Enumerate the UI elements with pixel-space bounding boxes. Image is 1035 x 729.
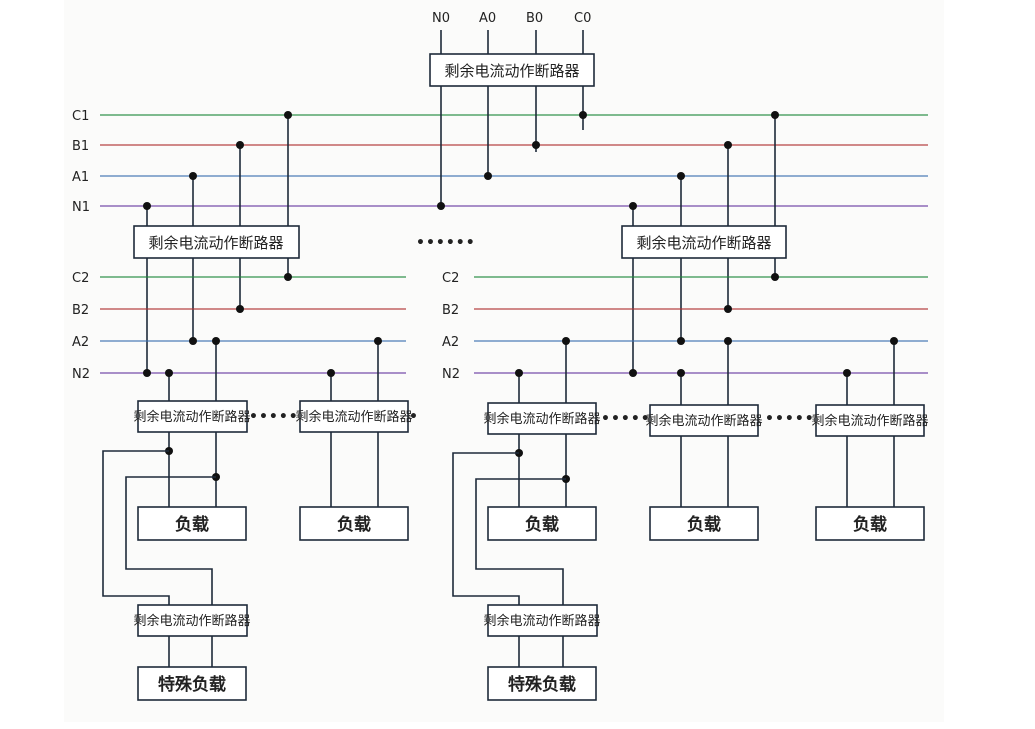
right-bus-c2-label: C2 [442,271,459,286]
left-sub-rcd-2-box [299,400,409,433]
right-bus-a2-label: A2 [442,335,459,350]
right-sub-rcd-3-label: 剩余电流动作断路器 [811,413,928,429]
junction-dot [165,369,173,377]
left-sub-rcd-1-label: 剩余电流动作断路器 [133,409,250,425]
right-branch: 剩余电流动作断路器 C2 B2 A2 N2 剩余电流动作断路器 负载 [442,111,929,701]
right-ellipsis-dots-1: •••••• [601,411,661,427]
right-ellipsis-dots-2: •••••• [765,411,825,427]
right-sub-rcd-1-label: 剩余电流动作断路器 [483,411,600,427]
bus-b1-label: B1 [72,139,89,154]
right-load-2-box [649,506,759,541]
left-load-1-box [137,506,247,541]
junction-dot [890,337,898,345]
right-load-3-box [815,506,925,541]
junction-dot [212,337,220,345]
left-trailing-dot: • [409,409,419,425]
left-bus-n2-label: N2 [72,367,90,382]
left-load-2-box [299,506,409,541]
junction-dot [189,337,197,345]
junction-dot [143,369,151,377]
left-bus-b2-label: B2 [72,303,89,318]
main-rcd-box [429,53,595,87]
right-rcd-box [621,225,787,259]
right-bus-b2-label: B2 [442,303,459,318]
bus-a1-label: A1 [72,170,89,185]
junction-dot [143,202,151,210]
main-supply: N0 A0 B0 C0 剩余电流动作断路器 [429,11,595,210]
junction-dot [437,202,445,210]
junction-dot [724,337,732,345]
right-special-load-label: 特殊负载 [508,674,576,695]
left-sub-rcd-2-label: 剩余电流动作断路器 [295,409,412,425]
left-rcd-box [133,225,300,259]
left-special-rcd-box [137,604,248,637]
bus-level1: C1 B1 A1 N1 [72,109,928,215]
junction-dot [284,111,292,119]
source-a0-label: A0 [479,11,496,26]
left-load-1-label: 负载 [175,514,209,535]
right-sub-rcd-3-box [815,404,925,437]
left-branch: 剩余电流动作断路器 C2 B2 A2 N2 剩余电流动作断路器 负载 [72,111,419,701]
left-rcd-label: 剩余电流动作断路器 [148,234,283,252]
source-n0-label: N0 [432,11,450,26]
junction-dot [327,369,335,377]
diagram-background [64,0,944,722]
left-ellipsis-dots: •••••• [249,409,309,425]
right-special-load-box [487,666,597,701]
junction-dot [771,273,779,281]
junction-dot [515,369,523,377]
right-sub-rcd-1-box [487,402,597,435]
junction-dot [629,369,637,377]
source-c0-label: C0 [574,11,591,26]
left-special-load-label: 特殊负载 [158,674,226,695]
left-sub-rcd-1-box [137,400,248,433]
right-special-rcd-label: 剩余电流动作断路器 [483,613,600,629]
right-load-2-label: 负载 [687,514,721,535]
junction-dot [724,305,732,313]
left-load-2-label: 负载 [337,514,371,535]
left-special-load-box [137,666,247,701]
left-bus-a2-label: A2 [72,335,89,350]
junction-dot [484,172,492,180]
right-load-3-label: 负载 [853,514,887,535]
main-rcd-label: 剩余电流动作断路器 [444,62,579,80]
left-bus-c2-label: C2 [72,271,89,286]
left-special-rcd-label: 剩余电流动作断路器 [133,613,250,629]
source-b0-label: B0 [526,11,543,26]
junction-dot [562,337,570,345]
junction-dot [843,369,851,377]
right-rcd-label: 剩余电流动作断路器 [636,234,771,252]
bus-c1-label: C1 [72,109,89,124]
junction-dot [236,305,244,313]
junction-dot [374,337,382,345]
junction-dot [236,141,244,149]
center-ellipsis-dots: •••••• [416,235,476,251]
junction-dot [677,369,685,377]
junction-dot [189,172,197,180]
right-load-1-label: 负载 [525,514,559,535]
junction-dot [724,141,732,149]
junction-dot [629,202,637,210]
junction-dot [677,337,685,345]
junction-dot [532,141,540,149]
right-special-rcd-box [487,604,598,637]
junction-dot [284,273,292,281]
junction-dot [771,111,779,119]
bus-n1-label: N1 [72,200,90,215]
right-sub-rcd-2-box [649,404,759,437]
right-load-1-box [487,506,597,541]
right-sub-rcd-2-label: 剩余电流动作断路器 [645,413,762,429]
junction-dot [579,111,587,119]
right-bus-n2-label: N2 [442,367,460,382]
junction-dot [677,172,685,180]
